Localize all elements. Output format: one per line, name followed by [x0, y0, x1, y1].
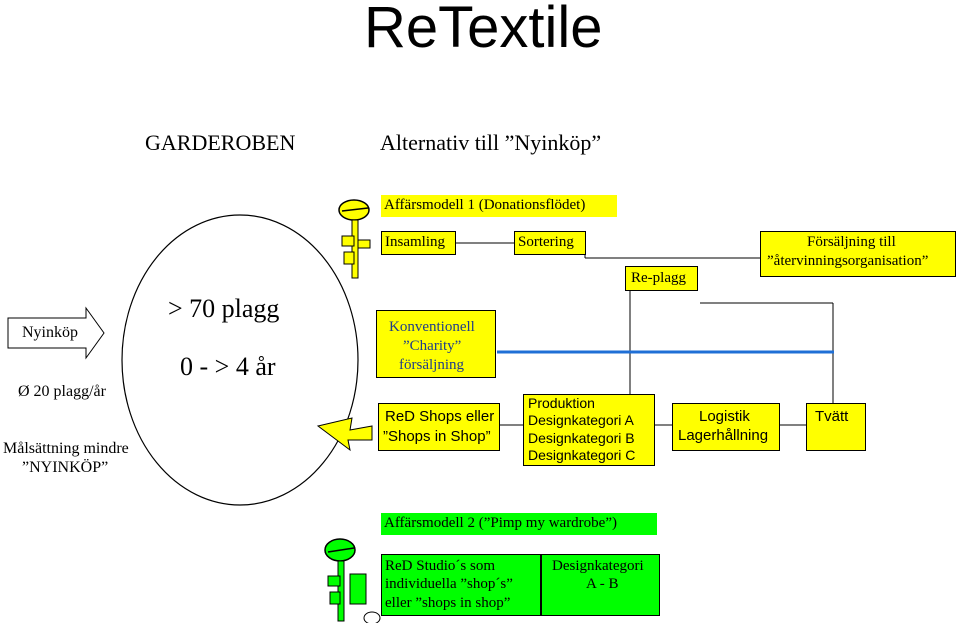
- studio-box: ReD Studio´s som individuella ”shop´s” e…: [381, 554, 541, 616]
- studio-line2: individuella ”shop´s”: [385, 576, 513, 592]
- tvatt-label: Tvätt: [815, 408, 849, 425]
- insamling-box: Insamling: [381, 231, 456, 255]
- produktion-box: Produktion Designkategori A Designkatego…: [523, 394, 655, 466]
- goal-line1: Målsättning mindre: [3, 440, 129, 457]
- produktion-line2: Designkategori A: [528, 412, 634, 428]
- key-icon: [324, 538, 381, 623]
- header-right: Alternativ till ”Nyinköp”: [380, 130, 602, 155]
- nyinkop-label: Nyinköp: [22, 324, 78, 341]
- model2-title-text: Affärsmodell 2 (”Pimp my wardrobe”): [384, 515, 617, 531]
- logistik-box: Logistik Lagerhållning: [672, 403, 780, 451]
- sortering-label: Sortering: [518, 234, 574, 250]
- insamling-label: Insamling: [385, 234, 445, 250]
- return-arrow: [316, 417, 373, 452]
- redshops-box: ReD Shops eller ”Shops in Shop”: [378, 403, 500, 451]
- design-box: Designkategori A - B: [541, 554, 660, 616]
- model1-title: Affärsmodell 1 (Donationsflödet): [381, 195, 617, 217]
- redshops-line1: ReD Shops eller: [385, 408, 495, 425]
- avg-label: Ø 20 plagg/år: [18, 383, 106, 400]
- wardrobe-circle: [121, 214, 359, 506]
- replagg-label: Re-plagg: [631, 270, 686, 286]
- goal-line2: ”NYINKÖP”: [22, 459, 109, 476]
- studio-line1: ReD Studio´s som: [385, 558, 496, 574]
- studio-line3: eller ”shops in shop”: [385, 595, 511, 611]
- sortering-box: Sortering: [514, 231, 586, 255]
- logistik-line1: Logistik: [699, 408, 750, 425]
- forsaljning-line1: Försäljning till: [807, 234, 896, 250]
- design-line2: A - B: [586, 576, 619, 592]
- konventionell-box: Konventionell ”Charity” försäljning: [376, 310, 496, 378]
- forsaljning-line2: ”återvinningsorganisation”: [767, 253, 929, 269]
- nyinkop-arrow: [7, 306, 105, 360]
- key-icon: [338, 199, 371, 279]
- konventionell-line1: Konventionell: [389, 319, 475, 335]
- tvatt-box: Tvätt: [806, 403, 866, 451]
- produktion-line4: Designkategori C: [528, 447, 636, 463]
- page-title: ReTextile: [364, 0, 603, 60]
- redshops-line2: ”Shops in Shop”: [383, 428, 491, 445]
- circle-line1: > 70 plagg: [168, 294, 280, 323]
- produktion-line1: Produktion: [528, 395, 595, 411]
- header-left: GARDEROBEN: [145, 130, 296, 155]
- model2-title: Affärsmodell 2 (”Pimp my wardrobe”): [381, 513, 657, 535]
- logistik-line2: Lagerhållning: [678, 427, 769, 444]
- model1-title-text: Affärsmodell 1 (Donationsflödet): [384, 197, 586, 213]
- konventionell-line3: försäljning: [399, 357, 464, 373]
- konventionell-line2: ”Charity”: [403, 338, 462, 354]
- produktion-line3: Designkategori B: [528, 430, 635, 446]
- replagg-box: Re-plagg: [625, 266, 698, 291]
- circle-line2: 0 - > 4 år: [180, 352, 276, 381]
- forsaljning-box: Försäljning till ”återvinningsorganisati…: [760, 231, 956, 277]
- design-line1: Designkategori: [552, 558, 644, 574]
